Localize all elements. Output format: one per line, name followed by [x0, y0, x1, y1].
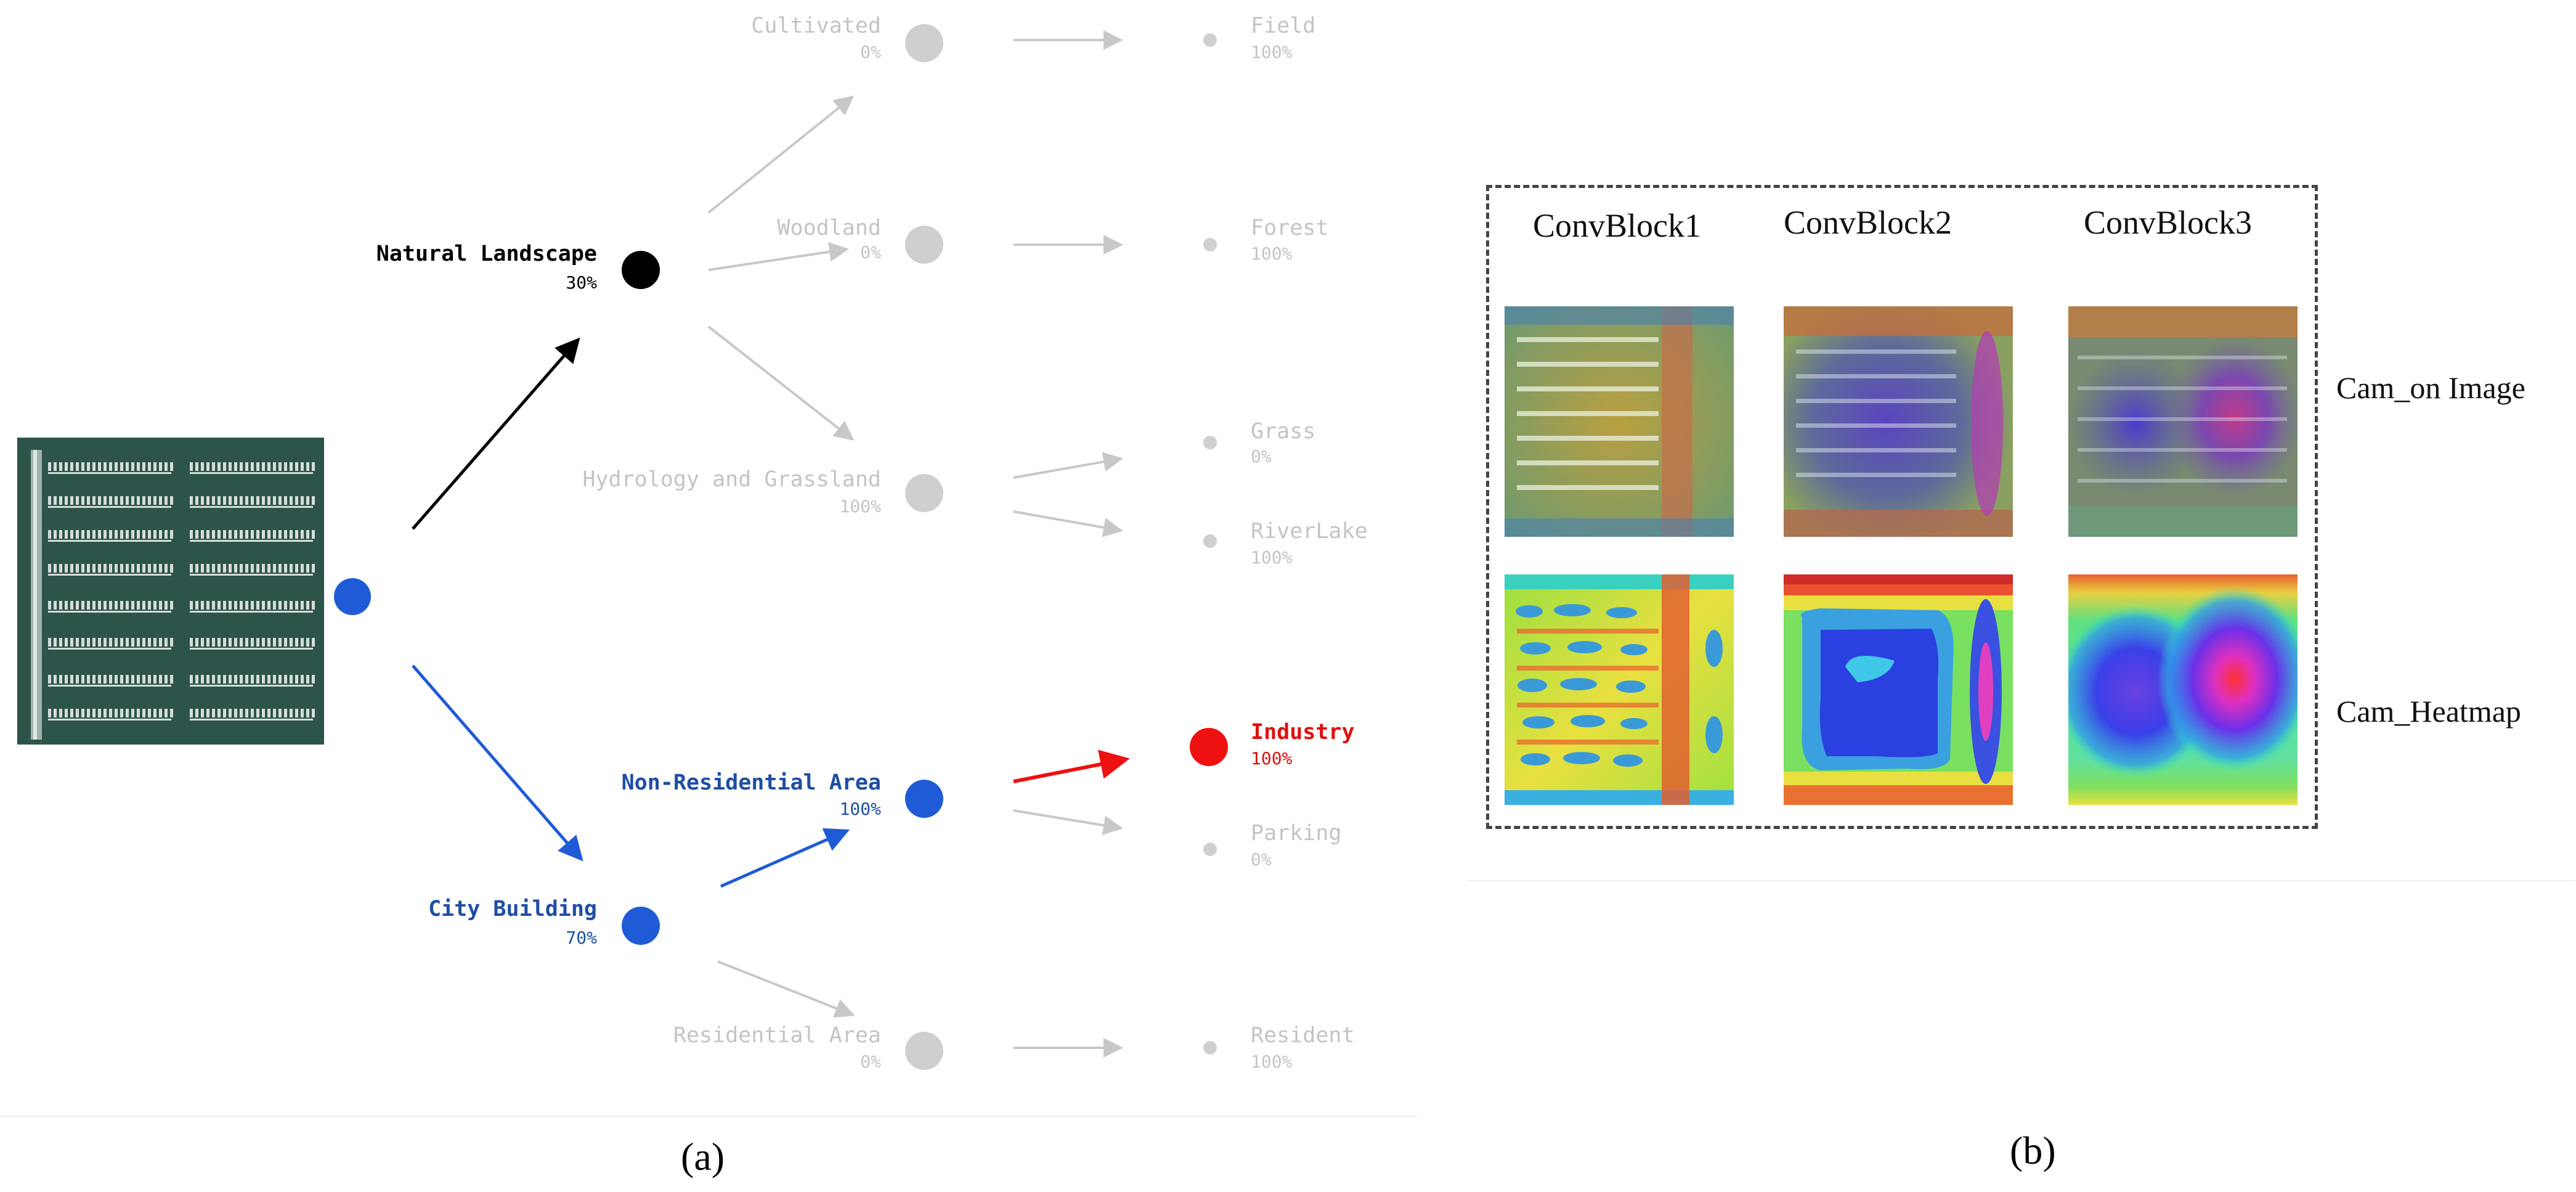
hydrology-node	[905, 474, 943, 512]
arrow-natural-hydrology	[707, 325, 855, 441]
panel-a: Natural Landscape 30% City Building 70% …	[0, 14, 1417, 1117]
cam-on-image-convblock2	[1784, 306, 2013, 537]
tree-connectors	[334, 24, 1228, 1070]
field-leaf	[1203, 33, 1217, 47]
panel-a-caption: (a)	[681, 1135, 725, 1178]
cultivated-node	[905, 24, 943, 62]
arrow-natural-woodland	[708, 242, 849, 271]
riverlake-pct: 100%	[1251, 547, 1293, 568]
arrow-hydrology-riverlake	[1013, 510, 1123, 537]
grass-pct: 0%	[1251, 446, 1272, 467]
panel-a-baseline	[0, 1116, 1417, 1117]
city-building-pct: 70%	[566, 928, 597, 948]
panel-b-frame	[1486, 185, 2318, 829]
arrow-natural-cultivated	[707, 95, 855, 214]
residential-label: Residential Area	[673, 1023, 881, 1048]
resident-leaf	[1203, 1041, 1217, 1055]
hydrology-pct: 100%	[839, 496, 881, 516]
residential-node	[905, 1032, 943, 1070]
cam-heatmap-convblock1	[1505, 574, 1734, 805]
natural-landscape-pct: 30%	[566, 272, 597, 293]
forest-pct: 100%	[1251, 243, 1293, 264]
root-node	[334, 578, 371, 615]
riverlake-leaf	[1203, 534, 1217, 548]
non-residential-label: Non-Residential Area	[621, 770, 881, 795]
arrow-root-city	[412, 664, 583, 862]
arrow-hydrology-grass	[1013, 452, 1123, 479]
panel-b-baseline	[1466, 880, 2575, 881]
non-residential-node	[905, 780, 943, 818]
grass-label: Grass	[1251, 419, 1316, 444]
arrow-nonres-parking	[1013, 809, 1123, 835]
column-header-1: ConvBlock1	[1533, 207, 1702, 244]
woodland-label: Woodland	[777, 216, 881, 240]
aerial-image	[17, 438, 324, 745]
cultivated-label: Cultivated	[751, 14, 881, 38]
arrow-city-nonres	[720, 828, 850, 888]
forest-leaf	[1203, 238, 1217, 251]
row-label-1: Cam_on Image	[2336, 370, 2525, 405]
forest-label: Forest	[1251, 216, 1329, 240]
cam-on-image-convblock3	[2068, 306, 2298, 537]
natural-landscape-label: Natural Landscape	[376, 242, 597, 266]
field-label: Field	[1251, 14, 1316, 38]
cam-heatmap-convblock2	[1784, 574, 2013, 805]
panel-b: ConvBlock1 ConvBlock2 ConvBlock3 Cam_on …	[1466, 0, 2575, 881]
cultivated-pct: 0%	[860, 42, 881, 62]
industry-label: Industry	[1251, 720, 1355, 745]
non-residential-pct: 100%	[839, 799, 881, 819]
parking-label: Parking	[1251, 821, 1342, 846]
resident-label: Resident	[1251, 1023, 1355, 1048]
industry-pct: 100%	[1251, 748, 1293, 769]
industry-leaf	[1190, 728, 1228, 766]
parking-pct: 0%	[1251, 849, 1272, 870]
woodland-pct: 0%	[860, 242, 881, 263]
cam-heatmap-convblock3	[2068, 574, 2298, 805]
cam-on-image-convblock1	[1505, 306, 1734, 537]
parking-leaf	[1203, 843, 1217, 856]
panel-b-caption: (b)	[2010, 1129, 2056, 1172]
city-building-node	[622, 907, 660, 945]
column-header-3: ConvBlock3	[2084, 204, 2253, 241]
resident-pct: 100%	[1251, 1051, 1293, 1072]
column-header-2: ConvBlock2	[1784, 204, 1952, 241]
hydrology-label: Hydrology and Grassland	[582, 467, 881, 492]
woodland-node	[905, 226, 943, 264]
city-building-label: City Building	[428, 897, 597, 921]
natural-landscape-node	[622, 251, 660, 289]
arrow-nonres-industry	[1013, 749, 1130, 783]
arrow-city-residential	[717, 960, 855, 1018]
residential-pct: 0%	[860, 1051, 881, 1072]
grass-leaf	[1203, 436, 1217, 449]
field-pct: 100%	[1251, 42, 1293, 62]
arrow-root-natural	[412, 337, 580, 530]
riverlake-label: RiverLake	[1251, 519, 1368, 544]
row-label-2: Cam_Heatmap	[2336, 694, 2521, 729]
